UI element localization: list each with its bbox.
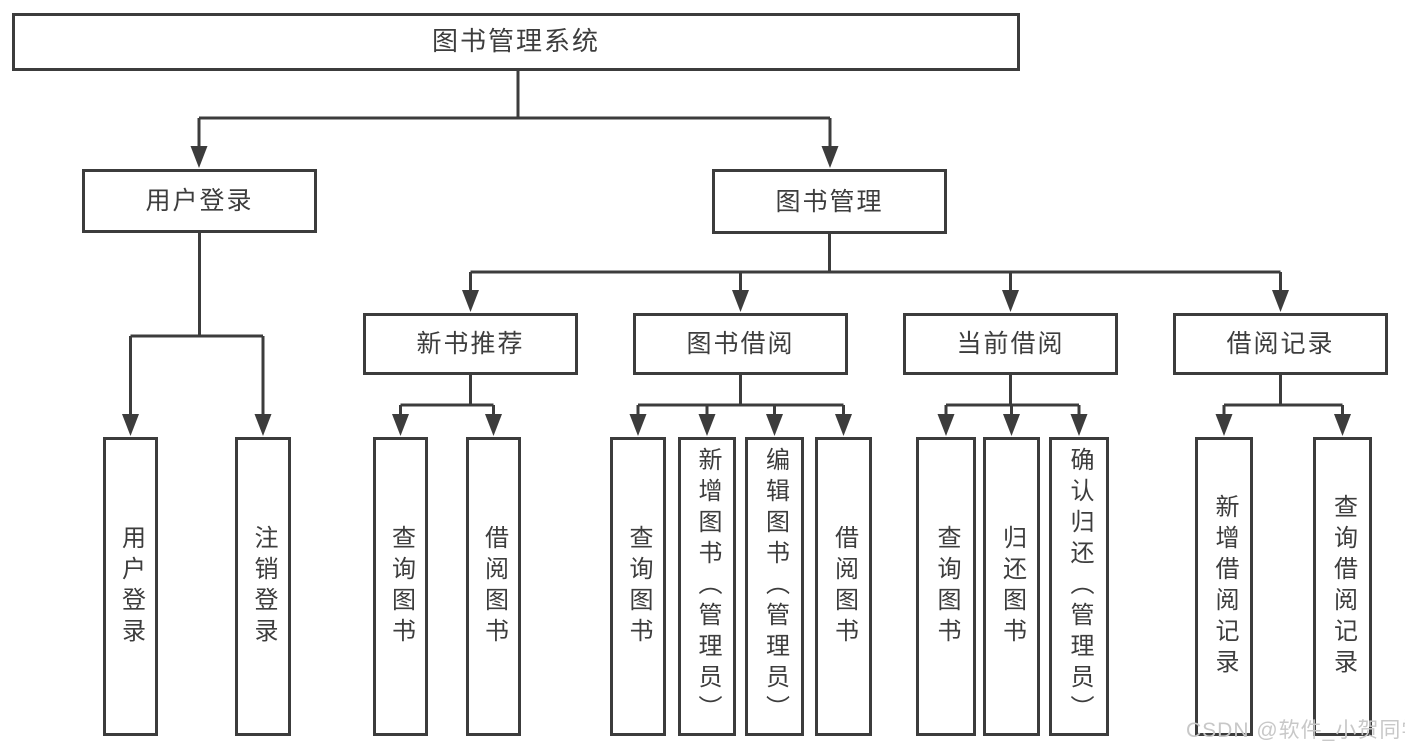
node-label: 图书管理系统 xyxy=(431,26,600,57)
leaf-records-add-borrow-record: 新增借阅记录 xyxy=(1195,437,1253,736)
node-label: 新书推荐 xyxy=(416,330,525,358)
leaf-recommend-borrow-books: 借阅图书 xyxy=(466,437,521,736)
node-label: 新增借阅记录 xyxy=(1211,493,1238,680)
leaf-borrowing-edit-books-admin: 编辑图书（管理员） xyxy=(745,437,804,736)
node-new-book-recommendation: 新书推荐 xyxy=(363,313,578,375)
node-label: 图书管理 xyxy=(775,187,884,216)
leaf-recommend-query-books: 查询图书 xyxy=(373,437,428,736)
node-label: 借阅图书 xyxy=(830,524,858,649)
leaf-current-return-books: 归还图书 xyxy=(983,437,1040,736)
node-label: 图书借阅 xyxy=(686,330,795,358)
node-label: 编辑图书（管理员） xyxy=(761,447,789,726)
leaf-borrowing-borrow-books: 借阅图书 xyxy=(815,437,872,736)
arrowheads xyxy=(122,146,1351,436)
node-current-borrowing: 当前借阅 xyxy=(903,313,1118,375)
leaf-records-query-borrow-record: 查询借阅记录 xyxy=(1313,437,1372,736)
node-label: 查询图书 xyxy=(933,524,960,649)
node-label: 查询图书 xyxy=(387,524,415,649)
node-library-management-system: 图书管理系统 xyxy=(12,13,1020,71)
node-label: 当前借阅 xyxy=(956,330,1065,358)
leaf-borrowing-add-books-admin: 新增图书（管理员） xyxy=(678,437,736,736)
csdn-watermark: CSDN @软件_小贺同学 xyxy=(1186,719,1405,742)
node-label: 用户登录 xyxy=(117,524,145,649)
node-label: 用户登录 xyxy=(145,187,254,215)
leaf-current-query-books: 查询图书 xyxy=(916,437,976,736)
node-label: 归还图书 xyxy=(998,524,1026,649)
node-user-login: 用户登录 xyxy=(82,169,317,233)
node-label: 注销登录 xyxy=(250,524,277,649)
node-label: 借阅记录 xyxy=(1226,330,1335,358)
leaf-current-confirm-return-admin: 确认归还（管理员） xyxy=(1049,437,1109,736)
leaf-logout-login: 注销登录 xyxy=(235,437,291,736)
node-book-management: 图书管理 xyxy=(712,169,947,234)
node-label: 借阅图书 xyxy=(480,524,508,649)
leaf-borrowing-query-books: 查询图书 xyxy=(610,437,666,736)
connector-edges xyxy=(129,70,1344,418)
node-label: 查询图书 xyxy=(625,524,652,649)
node-borrowing-records: 借阅记录 xyxy=(1173,313,1388,375)
node-book-borrowing: 图书借阅 xyxy=(633,313,848,375)
node-label: 查询借阅记录 xyxy=(1329,493,1357,680)
node-label: 确认归还（管理员） xyxy=(1066,447,1093,726)
node-label: 新增图书（管理员） xyxy=(694,447,721,726)
leaf-user-login: 用户登录 xyxy=(103,437,158,736)
